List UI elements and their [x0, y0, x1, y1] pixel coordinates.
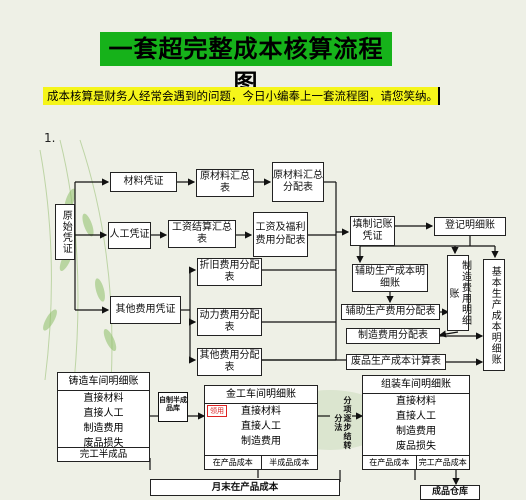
method-note: 分项逐步结转分法	[333, 396, 352, 450]
assembly-item: 制造费用	[396, 426, 436, 437]
metalwork-footer-left: 在产品成本	[212, 458, 253, 467]
basic-ledger: 基本生产成本明细账	[483, 259, 505, 371]
metalwork-ledger: 金工车间明细账 领用 直接材料 直接人工 制造费用 在产品成本 半成品成本	[204, 385, 318, 470]
casting-header: 铸造车间明细账	[58, 373, 149, 391]
other-voucher: 其他费用凭证	[110, 296, 181, 324]
metalwork-item: 直接人工	[241, 421, 281, 432]
waste-calc: 废品生产成本计算表	[346, 354, 446, 370]
assembly-header: 组装车间明细账	[363, 376, 469, 394]
assembly-footer-right: 完工产品成本	[415, 456, 470, 469]
intro-text: 成本核算是财务人经常会遇到的问题，今日小编奉上一套流程图，请您笑纳。	[43, 87, 438, 105]
section-number: 1.	[44, 131, 56, 145]
finished-store: 成品仓库	[420, 485, 480, 500]
metalwork-tag: 领用	[207, 405, 227, 417]
assembly-item: 直接材料	[396, 396, 436, 407]
casting-item: 制造费用	[83, 423, 124, 434]
page-title: 一套超完整成本核算流程图	[100, 32, 392, 97]
ledger: 登记明细账	[434, 217, 506, 236]
metalwork-item: 制造费用	[241, 436, 281, 447]
aux-ledger: 辅助生产成本明细账	[352, 264, 428, 292]
mfg-dist: 制造费用分配表	[346, 328, 440, 344]
depreciation-dist: 折旧费用分配表	[197, 258, 262, 286]
casting-footer-label: 完工半成品	[79, 449, 128, 460]
assembly-footer: 在产品成本 完工产品成本	[363, 455, 469, 469]
assembly-item: 废品损失	[396, 441, 436, 452]
casting-ledger: 铸造车间明细账 直接材料 直接人工 制造费用 废品损失 完工半成品	[57, 372, 150, 462]
casting-item: 废品损失	[83, 438, 124, 449]
casting-item: 直接人工	[83, 408, 124, 419]
material-dist: 原材料汇总分配表	[272, 162, 324, 202]
self-made-store: 自制半成品库	[158, 392, 188, 422]
assembly-footer-left: 在产品成本	[369, 458, 410, 467]
wage-summary: 工资结算汇总表	[168, 220, 236, 248]
aux-dist: 辅助生产费用分配表	[341, 304, 440, 320]
casting-footer: 完工半成品	[58, 447, 149, 461]
casting-item: 直接材料	[83, 393, 124, 404]
wage-dist: 工资及福利费用分配表	[253, 212, 308, 257]
metalwork-footer: 在产品成本 半成品成本	[205, 455, 317, 469]
fill-voucher: 填制记账凭证	[350, 216, 395, 246]
metalwork-item: 直接材料	[241, 406, 281, 417]
text-cursor	[438, 87, 440, 105]
assembly-ledger: 组装车间明细账 直接材料 直接人工 制造费用 废品损失 在产品成本 完工产品成本	[362, 375, 470, 470]
original-voucher: 原始凭证	[55, 204, 75, 260]
month-end-wip: 月末在产品成本	[150, 479, 340, 496]
assembly-item: 直接人工	[396, 411, 436, 422]
mfg-ledger: 制造费用明细账	[447, 255, 471, 331]
other-dist: 其他费用分配表	[197, 348, 262, 376]
metalwork-header: 金工车间明细账	[205, 386, 317, 404]
labor-voucher: 人工凭证	[108, 222, 151, 249]
metalwork-footer-right: 半成品成本	[260, 456, 318, 469]
material-summary: 原材料汇总表	[196, 169, 254, 197]
power-dist: 动力费用分配表	[197, 308, 262, 336]
material-voucher: 材料凭证	[110, 172, 177, 192]
